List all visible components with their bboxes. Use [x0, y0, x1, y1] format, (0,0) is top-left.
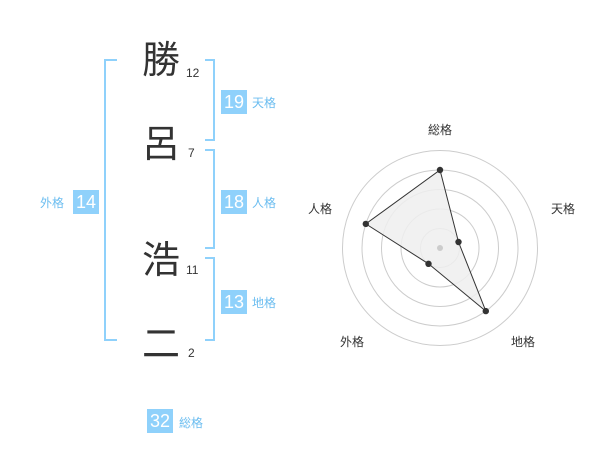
name-char-2: 呂 [141, 122, 180, 166]
chikaku-label: 地格 [252, 296, 277, 310]
jinkaku-label: 人格 [252, 196, 277, 210]
name-char-4: 二 [141, 322, 180, 366]
radar-grid-ring [342, 150, 538, 346]
stroke-count-4: 2 [188, 346, 195, 360]
jinkaku-value-badge: 18 [221, 190, 247, 214]
radar-axis-label-tenkaku: 天格 [551, 201, 575, 216]
tenkaku-label: 天格 [252, 96, 277, 110]
radar-points [362, 166, 489, 315]
radar-center-dot [437, 245, 443, 251]
radar-polygon [364, 169, 487, 312]
stroke-count-2: 7 [188, 146, 195, 160]
radar-point [362, 220, 369, 228]
stroke-count-1: 12 [186, 66, 200, 80]
name-char-3: 浩 [141, 238, 180, 282]
radar-axis-label-gaikaku: 外格 [340, 334, 364, 349]
soukaku-value-badge: 32 [147, 409, 173, 433]
radar-axis-label-chikaku: 地格 [511, 334, 535, 349]
radar-axis-label-soukaku: 総格 [428, 122, 452, 137]
name-char-1: 勝 [141, 38, 180, 82]
radar-point [482, 307, 489, 315]
radar-point [425, 260, 432, 267]
gaikaku-label: 外格 [40, 196, 65, 210]
tenkaku-value-badge: 19 [221, 90, 247, 114]
radar-axis-label-jinkaku: 人格 [308, 201, 332, 216]
gaikaku-value-badge: 14 [73, 190, 99, 214]
chikaku-value-badge: 13 [221, 290, 247, 314]
stroke-count-3: 11 [186, 263, 199, 277]
radar-point [436, 166, 444, 174]
soukaku-label: 総格 [179, 416, 204, 430]
radar-point [455, 238, 462, 246]
